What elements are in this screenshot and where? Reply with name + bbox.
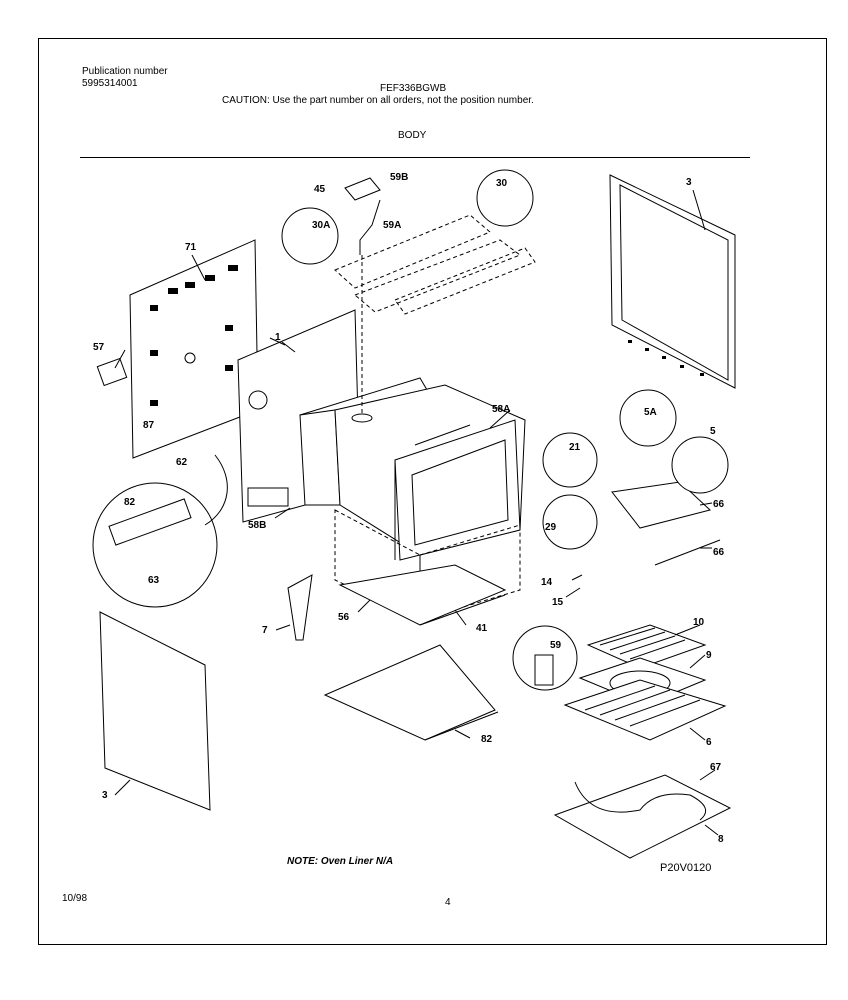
label-41: 41: [476, 623, 488, 634]
broiler-grid-slots: [599, 627, 686, 660]
drawing-code: P20V0120: [660, 862, 712, 874]
page-border: [38, 38, 827, 945]
label-66-top: 66: [713, 499, 725, 510]
top-rail-rear: [354, 239, 522, 313]
label-6: 6: [706, 737, 712, 748]
body-left-side: [299, 409, 341, 506]
label-58a: 58A: [492, 404, 510, 415]
rear-frame-bracket: [247, 487, 289, 507]
label-9: 9: [706, 650, 712, 661]
publication-label: Publication number: [82, 66, 168, 77]
detail-arrow-62: [204, 454, 228, 526]
detail-circle-5a: [619, 389, 677, 447]
label-5: 5: [710, 426, 716, 437]
label-82: 82: [481, 734, 493, 745]
label-62: 62: [176, 457, 188, 468]
caution-text: CAUTION: Use the part number on all orde…: [222, 95, 534, 106]
label-59: 59: [550, 640, 562, 651]
label-56: 56: [338, 612, 350, 623]
label-58b: 58B: [248, 520, 266, 531]
detail-circle-62: [92, 482, 218, 608]
detail-circle-29: [542, 494, 598, 550]
part-57-plate: [96, 357, 128, 387]
label-5a: 5A: [644, 407, 657, 418]
label-21: 21: [569, 442, 581, 453]
publication-number: 5995314001: [82, 78, 138, 89]
conduit-59a: [359, 199, 381, 255]
label-30: 30: [496, 178, 508, 189]
broiler-grid: [586, 624, 707, 669]
broil-element: [611, 481, 712, 529]
side-panel-right: [609, 174, 736, 389]
leader-lines: [114, 189, 719, 836]
revision-date: 10/98: [62, 893, 88, 904]
label-3-right: 3: [686, 177, 692, 188]
side-panel-right-holes: [628, 340, 704, 376]
label-7: 7: [262, 625, 268, 636]
detail-circle-5: [671, 436, 729, 494]
back-panel-vents: [150, 265, 238, 406]
part-59-body: [534, 654, 554, 686]
page-number: 4: [445, 897, 451, 908]
label-87: 87: [143, 420, 155, 431]
note-text: NOTE: Oven Liner N/A: [287, 856, 394, 867]
header-divider: [80, 157, 750, 158]
model-number: FEF336BGWB: [380, 83, 447, 94]
oven-opening: [411, 439, 509, 546]
bake-element-cover: [553, 774, 732, 859]
top-rail-front: [334, 214, 491, 289]
label-8: 8: [718, 834, 724, 845]
label-63: 63: [148, 575, 160, 586]
bake-element: [574, 781, 707, 821]
bottom-tray: [338, 564, 507, 626]
label-10: 10: [693, 617, 705, 628]
label-57: 57: [93, 342, 105, 353]
label-59a: 59A: [383, 220, 401, 231]
label-67: 67: [710, 762, 722, 773]
oven-rack-wires: [584, 685, 701, 727]
detail-circle-30a: [281, 207, 339, 265]
label-29: 29: [545, 522, 557, 533]
label-66-bottom: 66: [713, 547, 725, 558]
bracket-45: [344, 177, 381, 201]
label-14: 14: [541, 577, 553, 588]
bottom-panel: [323, 644, 496, 741]
terminal-block: [108, 498, 192, 546]
label-30a: 30A: [312, 220, 330, 231]
side-panel-left: [99, 611, 211, 811]
label-3-left: 3: [102, 790, 108, 801]
detail-circle-30: [476, 169, 534, 227]
label-82-detail: 82: [124, 497, 136, 508]
leveling-leg: [287, 574, 313, 641]
label-59b: 59B: [390, 172, 408, 183]
top-rail-lower: [394, 247, 536, 315]
detail-circle-21: [542, 432, 598, 488]
label-15: 15: [552, 597, 564, 608]
label-1: 1: [275, 332, 281, 343]
label-71: 71: [185, 242, 197, 253]
section-title: BODY: [398, 130, 427, 141]
rear-frame-hole: [248, 390, 268, 410]
label-45: 45: [314, 184, 326, 195]
